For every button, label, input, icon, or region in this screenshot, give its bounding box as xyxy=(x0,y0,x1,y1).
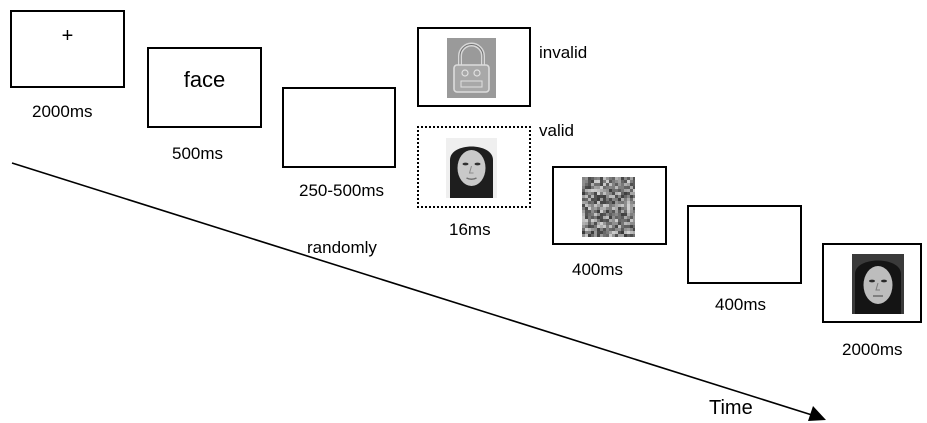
cue-frame: face xyxy=(147,47,262,128)
invalid-label: invalid xyxy=(539,43,588,62)
invalid-target-frame xyxy=(417,27,531,107)
mask-frame xyxy=(552,166,667,245)
blank-duration-2: 400ms xyxy=(715,295,767,314)
valid-target-frame xyxy=(417,126,531,208)
mask-duration: 400ms xyxy=(572,260,624,279)
probe-duration: 2000ms xyxy=(842,340,903,359)
time-axis-label: Time xyxy=(709,397,753,419)
cue-duration: 500ms xyxy=(172,144,224,163)
fixation-frame: + xyxy=(10,10,125,88)
cue-word: face xyxy=(183,67,226,92)
face-image xyxy=(446,138,497,198)
fixation-cross: + xyxy=(61,25,74,47)
fixation-duration: 2000ms xyxy=(32,102,93,121)
face-image xyxy=(852,254,904,314)
blank-duration-1: 250-500ms xyxy=(299,181,385,200)
target-duration: 16ms xyxy=(449,220,491,239)
noise-mask xyxy=(582,177,635,237)
valid-label: valid xyxy=(539,121,574,140)
padlock-image xyxy=(447,38,496,98)
blank-frame-2 xyxy=(687,205,802,284)
randomly-annotation: randomly xyxy=(307,238,377,257)
probe-frame xyxy=(822,243,922,323)
blank-frame-1 xyxy=(282,87,396,168)
